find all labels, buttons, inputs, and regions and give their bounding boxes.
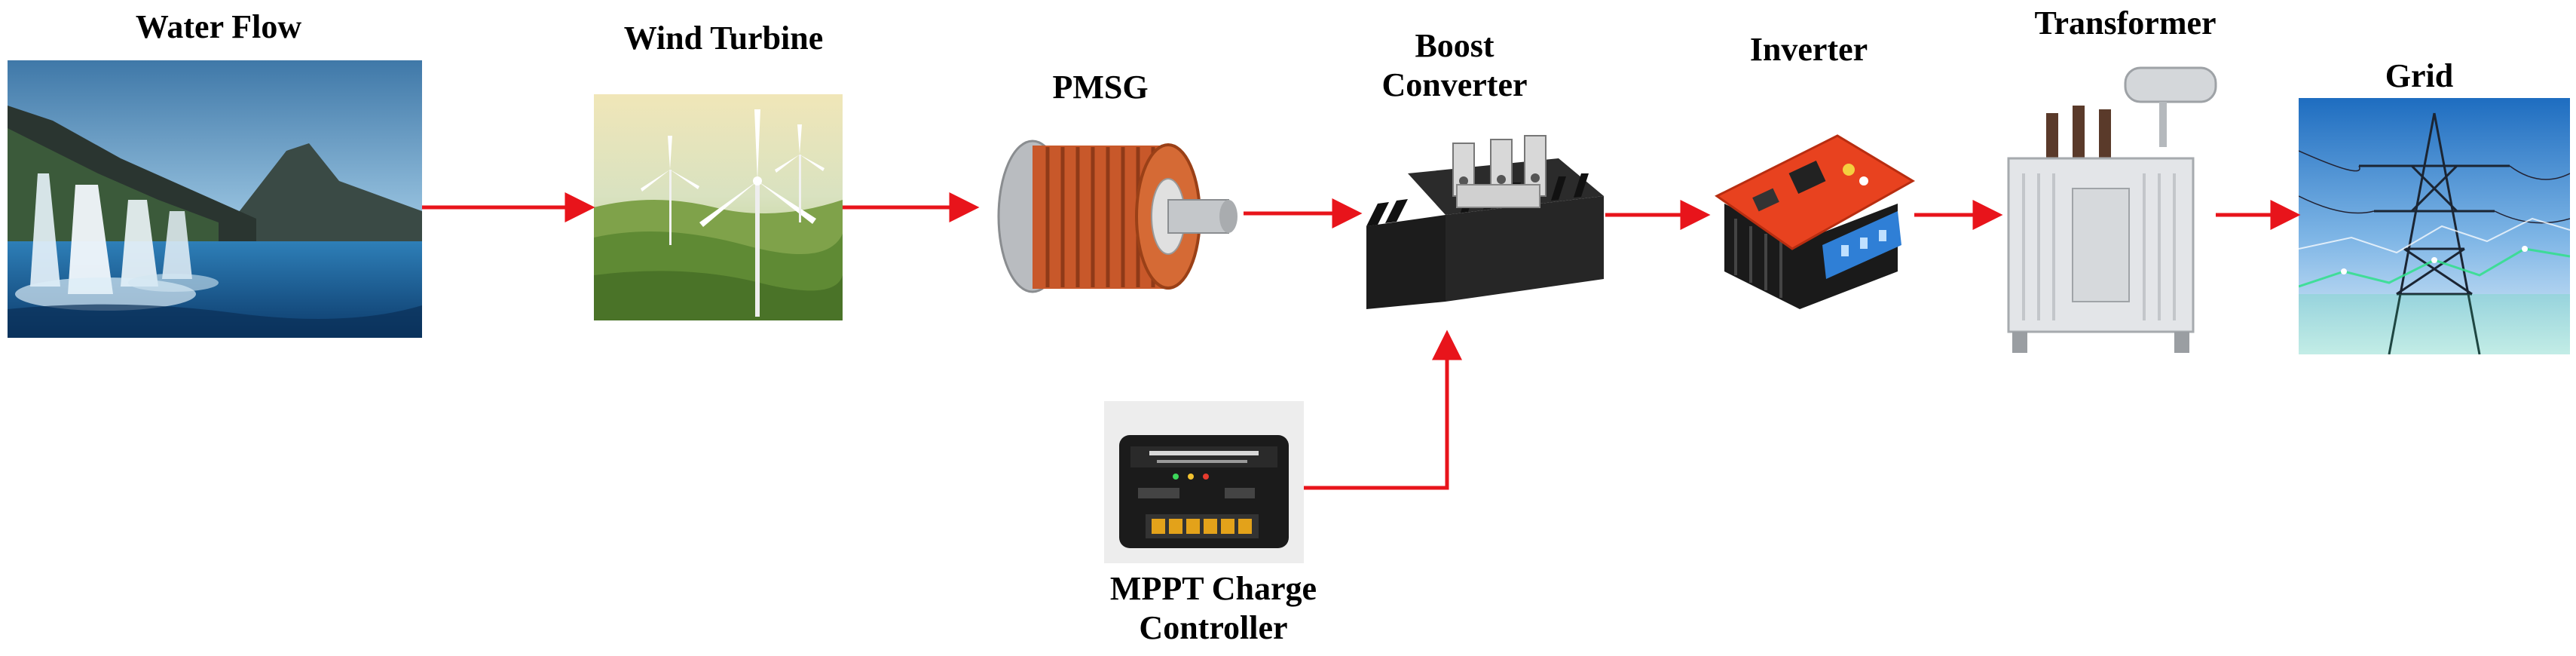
pmsg-image xyxy=(980,124,1244,309)
wind-turbine-image xyxy=(594,94,843,320)
label-pmsg: PMSG xyxy=(1052,69,1149,106)
label-water-flow: Water Flow xyxy=(135,8,302,45)
label-wind-turbine: Wind Turbine xyxy=(623,20,824,57)
label-boost-converter: Boost Converter xyxy=(1326,26,1583,105)
label-boost-line1: Boost xyxy=(1415,27,1495,64)
mppt-controller-image xyxy=(1104,401,1304,563)
label-mppt-line2: Controller xyxy=(1139,609,1288,646)
arrow-mppt-to-boost xyxy=(1304,330,1462,490)
label-grid: Grid xyxy=(2385,57,2454,94)
label-mppt-controller: MPPT Charge Controller xyxy=(1025,569,1402,648)
inverter-image xyxy=(1709,90,1920,317)
label-mppt-line1: MPPT Charge xyxy=(1109,570,1317,607)
label-inverter: Inverter xyxy=(1749,31,1868,68)
boost-converter-image xyxy=(1363,113,1604,328)
label-boost-line2: Converter xyxy=(1381,66,1528,103)
grid-image xyxy=(2299,98,2570,354)
label-transformer: Transformer xyxy=(2034,5,2217,41)
water-flow-image xyxy=(8,60,422,338)
transformer-image xyxy=(1990,60,2223,358)
